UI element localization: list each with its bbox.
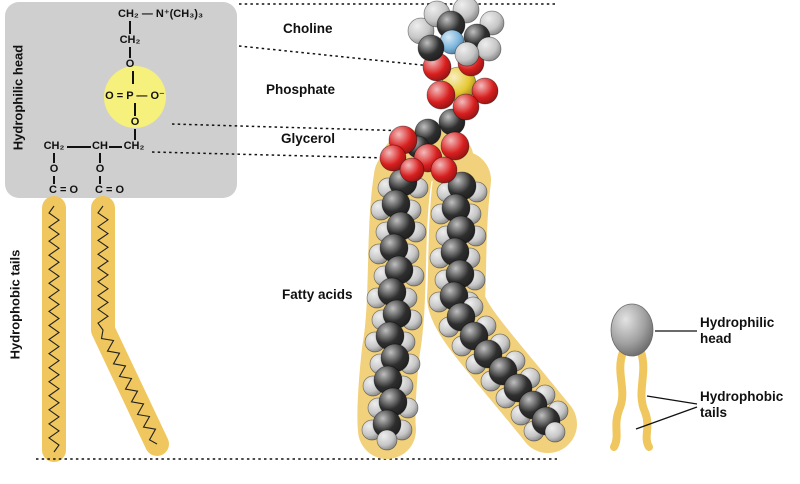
fatty-acids-label: Fatty acids [282, 287, 353, 302]
bond-line [99, 153, 101, 163]
atom-O [426, 80, 456, 110]
formula-glycerol-ch2-left: CH₂ [43, 140, 65, 152]
bond-line [134, 103, 136, 116]
formula-glycerol-ch2-right: CH₂ [123, 140, 145, 152]
atom-H [454, 41, 480, 67]
zigzag-chain-left [48, 205, 60, 453]
formula-o-ester-left: O [49, 163, 59, 175]
fatty-acid-bands [42, 196, 169, 462]
formula-ch2: CH₂ [119, 34, 141, 46]
space-filling-model [357, 0, 577, 459]
icon-tails-label-line1: Hydrophobic [700, 389, 784, 404]
choline-label: Choline [283, 21, 333, 36]
zigzag-chain-right [97, 205, 158, 445]
hydrophobic-tails-side-label: Hydrophobic tails [7, 249, 23, 360]
icon-head-label: Hydrophilic head [700, 315, 774, 347]
formula-choline-row: CH₂ — N⁺(CH₃)₃ [118, 8, 204, 20]
bond-line [53, 176, 55, 184]
atom-H [376, 429, 398, 451]
atom-H [476, 36, 502, 62]
formula-phosphate-row: O = P — O⁻ [105, 90, 165, 102]
formula-o-above-phosphate: O [125, 58, 135, 70]
dotted-connectors [36, 3, 557, 460]
formula-o-ester-mid: O [95, 163, 105, 175]
dotted-connector [171, 123, 413, 132]
bond-line [129, 47, 131, 58]
icon-head-label-line2: head [700, 331, 732, 346]
atom-O [379, 144, 407, 172]
formula-carbonyl-mid: C = O [95, 184, 125, 196]
bond-line [53, 153, 55, 163]
formula-carbonyl-left: C = O [49, 184, 79, 196]
formula-o-below-phosphate: O [130, 116, 140, 128]
icon-head [610, 303, 654, 357]
pointer-line-tail-1 [646, 395, 698, 405]
dotted-connector [151, 151, 389, 159]
bond-line [132, 71, 134, 84]
hydrophilic-head-side-label: Hydrophilic head [10, 44, 26, 151]
icon-tail-right [637, 348, 653, 451]
phosphate-highlight-circle [104, 66, 166, 128]
atom-O [399, 157, 425, 183]
right-fatty-acid-tail [428, 171, 569, 443]
glycerol-label: Glycerol [281, 131, 336, 146]
bond-line [109, 146, 122, 148]
tail-band-right [91, 196, 169, 456]
dotted-connector [238, 45, 432, 67]
pointer-line-tail-2 [635, 406, 698, 430]
atom-O [452, 93, 480, 121]
bond-line [99, 176, 101, 184]
bond-line [134, 129, 136, 140]
bond-line [129, 21, 131, 34]
left-fatty-acid-tail [361, 167, 429, 451]
atom-O [430, 156, 458, 184]
atom-C [417, 34, 445, 62]
icon-tails-label-line2: tails [700, 405, 728, 420]
choline-cluster [407, 0, 505, 67]
phosphate-label: Phosphate [266, 82, 336, 97]
glycerol-cluster [379, 108, 470, 184]
bond-line [67, 146, 91, 148]
phospholipid-icon [610, 303, 698, 451]
icon-tail-left [610, 348, 627, 451]
atom-O [440, 131, 470, 161]
formula-glycerol-ch: CH [92, 140, 108, 152]
icon-head-label-line1: Hydrophilic [700, 315, 775, 330]
atom-H [544, 421, 566, 443]
atom-O [471, 77, 499, 105]
icon-tails-label: Hydrophobic tails [700, 389, 783, 421]
